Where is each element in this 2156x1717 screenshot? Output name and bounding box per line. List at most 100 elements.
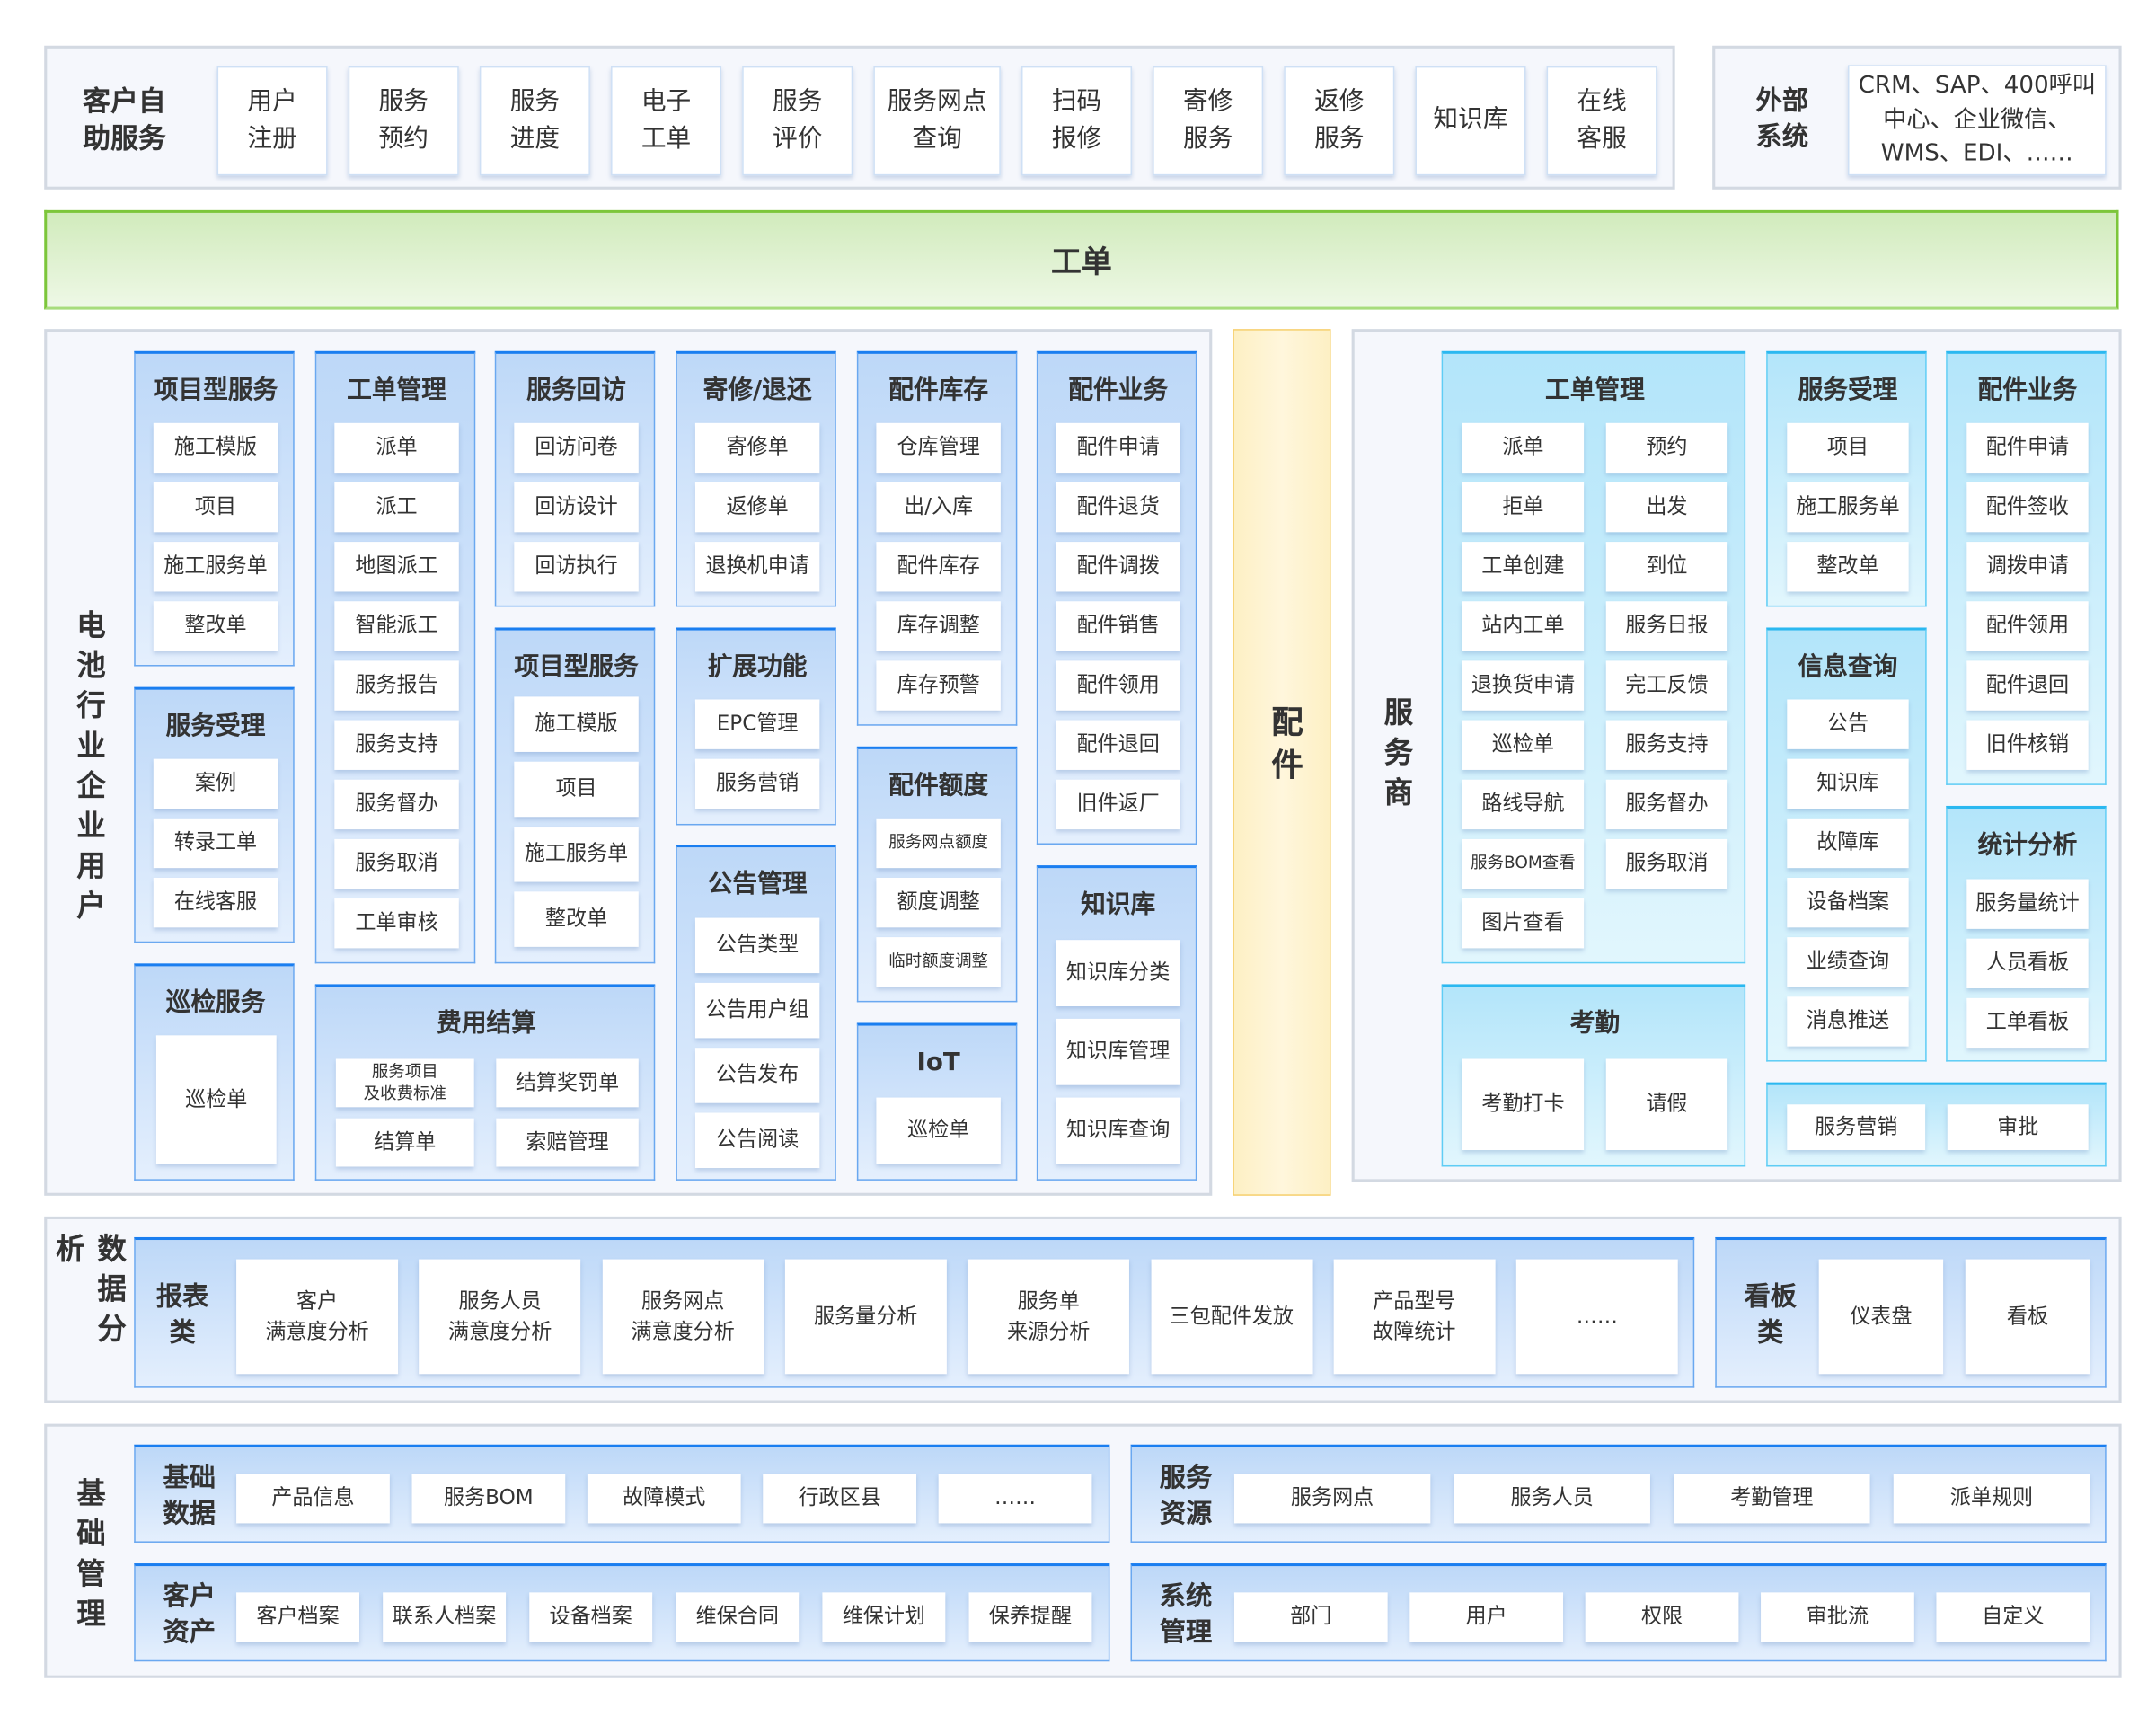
self-service-item[interactable]: 扫码 报修: [1021, 66, 1133, 176]
group-item[interactable]: 请假: [1605, 1058, 1728, 1151]
group-item[interactable]: 项目: [514, 761, 639, 818]
group-item[interactable]: 服务BOM: [411, 1474, 566, 1524]
group-item[interactable]: 权限: [1585, 1592, 1739, 1642]
group-item[interactable]: 服务网点: [1233, 1474, 1431, 1524]
group-item[interactable]: 施工服务单: [1787, 482, 1909, 533]
group-item[interactable]: 派工: [334, 482, 459, 533]
group-item[interactable]: 配件签收: [1966, 482, 2089, 533]
group-item[interactable]: 在线客服: [153, 877, 278, 928]
group-item[interactable]: 配件退货: [1056, 482, 1180, 533]
group-item[interactable]: 三包配件发放: [1150, 1259, 1312, 1375]
self-service-item[interactable]: 用户 注册: [216, 66, 328, 176]
group-item[interactable]: 拒单: [1462, 482, 1585, 533]
group-item[interactable]: EPC管理: [694, 699, 820, 749]
group-item[interactable]: 配件退回: [1056, 720, 1180, 770]
group-item[interactable]: 结算单: [335, 1118, 474, 1167]
group-item[interactable]: 施工服务单: [153, 542, 278, 592]
group-item[interactable]: 整改单: [153, 601, 278, 651]
group-item[interactable]: 整改单: [1787, 542, 1909, 592]
group-item[interactable]: 项目: [1787, 422, 1909, 474]
self-service-item[interactable]: 在线 客服: [1546, 66, 1657, 176]
group-item[interactable]: 考勤打卡: [1462, 1058, 1585, 1151]
group-item[interactable]: 路线导航: [1462, 779, 1585, 830]
group-item[interactable]: 部门: [1233, 1592, 1388, 1642]
group-item[interactable]: 服务量分析: [784, 1259, 947, 1375]
group-item[interactable]: 旧件核销: [1966, 720, 2089, 770]
group-item[interactable]: 维保计划: [822, 1592, 946, 1642]
group-item[interactable]: ……: [1515, 1259, 1678, 1375]
group-item[interactable]: 施工服务单: [514, 827, 639, 882]
group-item[interactable]: 服务营销: [1787, 1104, 1926, 1151]
group-item[interactable]: 服务营销: [694, 758, 820, 810]
group-item[interactable]: 配件申请: [1966, 422, 2089, 474]
group-item[interactable]: 消息推送: [1787, 996, 1909, 1047]
group-item[interactable]: 客户档案: [236, 1592, 360, 1642]
group-item[interactable]: 整改单: [514, 891, 639, 947]
group-item[interactable]: 自定义: [1936, 1592, 2090, 1642]
self-service-item[interactable]: 服务 预约: [348, 66, 459, 176]
group-item[interactable]: 服务量统计: [1966, 879, 2089, 929]
group-item[interactable]: 退换机申请: [694, 542, 820, 592]
group-item[interactable]: 回访设计: [514, 482, 639, 533]
group-item[interactable]: 返修单: [694, 482, 820, 533]
group-item[interactable]: 回访问卷: [514, 422, 639, 474]
group-item[interactable]: 施工模版: [153, 422, 278, 474]
group-item[interactable]: 客户 满意度分析: [236, 1259, 399, 1375]
group-item[interactable]: 公告类型: [694, 917, 820, 974]
group-item[interactable]: 工单创建: [1462, 542, 1585, 592]
group-item[interactable]: 服务网点额度: [876, 818, 1001, 869]
group-item[interactable]: 服务督办: [1605, 779, 1728, 830]
group-item[interactable]: 业绩查询: [1787, 937, 1909, 987]
group-item[interactable]: 转录工单: [153, 818, 278, 869]
group-item[interactable]: 仓库管理: [876, 422, 1001, 474]
self-service-item[interactable]: 服务 评价: [742, 66, 853, 176]
group-item[interactable]: 配件领用: [1966, 601, 2089, 651]
group-item[interactable]: 图片查看: [1462, 898, 1585, 949]
group-item[interactable]: 产品信息: [236, 1474, 390, 1524]
group-item[interactable]: 站内工单: [1462, 601, 1585, 651]
group-item[interactable]: 设备档案: [1787, 877, 1909, 928]
group-item[interactable]: 退换货申请: [1462, 660, 1585, 711]
group-item[interactable]: 旧件返厂: [1056, 779, 1180, 830]
group-item[interactable]: 施工模版: [514, 696, 639, 752]
group-item[interactable]: 服务人员 满意度分析: [419, 1259, 581, 1375]
group-item[interactable]: 仪表盘: [1818, 1259, 1944, 1375]
group-item[interactable]: 案例: [153, 758, 278, 810]
group-item[interactable]: 服务支持: [1605, 720, 1728, 770]
group-item[interactable]: 设备档案: [529, 1592, 653, 1642]
group-item[interactable]: 配件申请: [1056, 422, 1180, 474]
group-item[interactable]: 公告发布: [694, 1048, 820, 1103]
group-item[interactable]: 预约: [1605, 422, 1728, 474]
group-item[interactable]: 知识库: [1787, 758, 1909, 810]
group-item[interactable]: 配件库存: [876, 542, 1001, 592]
group-item[interactable]: 知识库管理: [1056, 1018, 1180, 1085]
self-service-item[interactable]: 知识库: [1415, 66, 1526, 176]
group-item[interactable]: 配件销售: [1056, 601, 1180, 651]
group-item[interactable]: 公告用户组: [694, 982, 820, 1039]
group-item[interactable]: 服务督办: [334, 779, 459, 830]
group-item[interactable]: 工单看板: [1966, 997, 2089, 1049]
group-item[interactable]: 智能派工: [334, 601, 459, 651]
group-item[interactable]: 调拨申请: [1966, 542, 2089, 592]
group-item[interactable]: 知识库分类: [1056, 940, 1180, 1007]
group-item[interactable]: 配件调拨: [1056, 542, 1180, 592]
group-item[interactable]: 库存调整: [876, 601, 1001, 651]
group-item[interactable]: 服务网点 满意度分析: [602, 1259, 764, 1375]
group-item[interactable]: 服务支持: [334, 720, 459, 770]
group-item[interactable]: 临时额度调整: [876, 937, 1001, 987]
group-item[interactable]: 完工反馈: [1605, 660, 1728, 711]
group-item[interactable]: 配件领用: [1056, 660, 1180, 711]
group-item[interactable]: 考勤管理: [1674, 1474, 1870, 1524]
group-item[interactable]: 联系人档案: [383, 1592, 507, 1642]
group-item[interactable]: 服务项目 及收费标准: [335, 1058, 474, 1108]
group-item[interactable]: 派单: [334, 422, 459, 474]
group-item[interactable]: 审批: [1947, 1104, 2089, 1151]
group-item[interactable]: 公告: [1787, 699, 1909, 749]
group-item[interactable]: 工单审核: [334, 898, 459, 949]
group-item[interactable]: 到位: [1605, 542, 1728, 592]
group-item[interactable]: 回访执行: [514, 542, 639, 592]
group-item[interactable]: ……: [938, 1474, 1092, 1524]
group-item[interactable]: 服务日报: [1605, 601, 1728, 651]
group-item[interactable]: 出/入库: [876, 482, 1001, 533]
group-item[interactable]: 索赔管理: [496, 1118, 639, 1167]
